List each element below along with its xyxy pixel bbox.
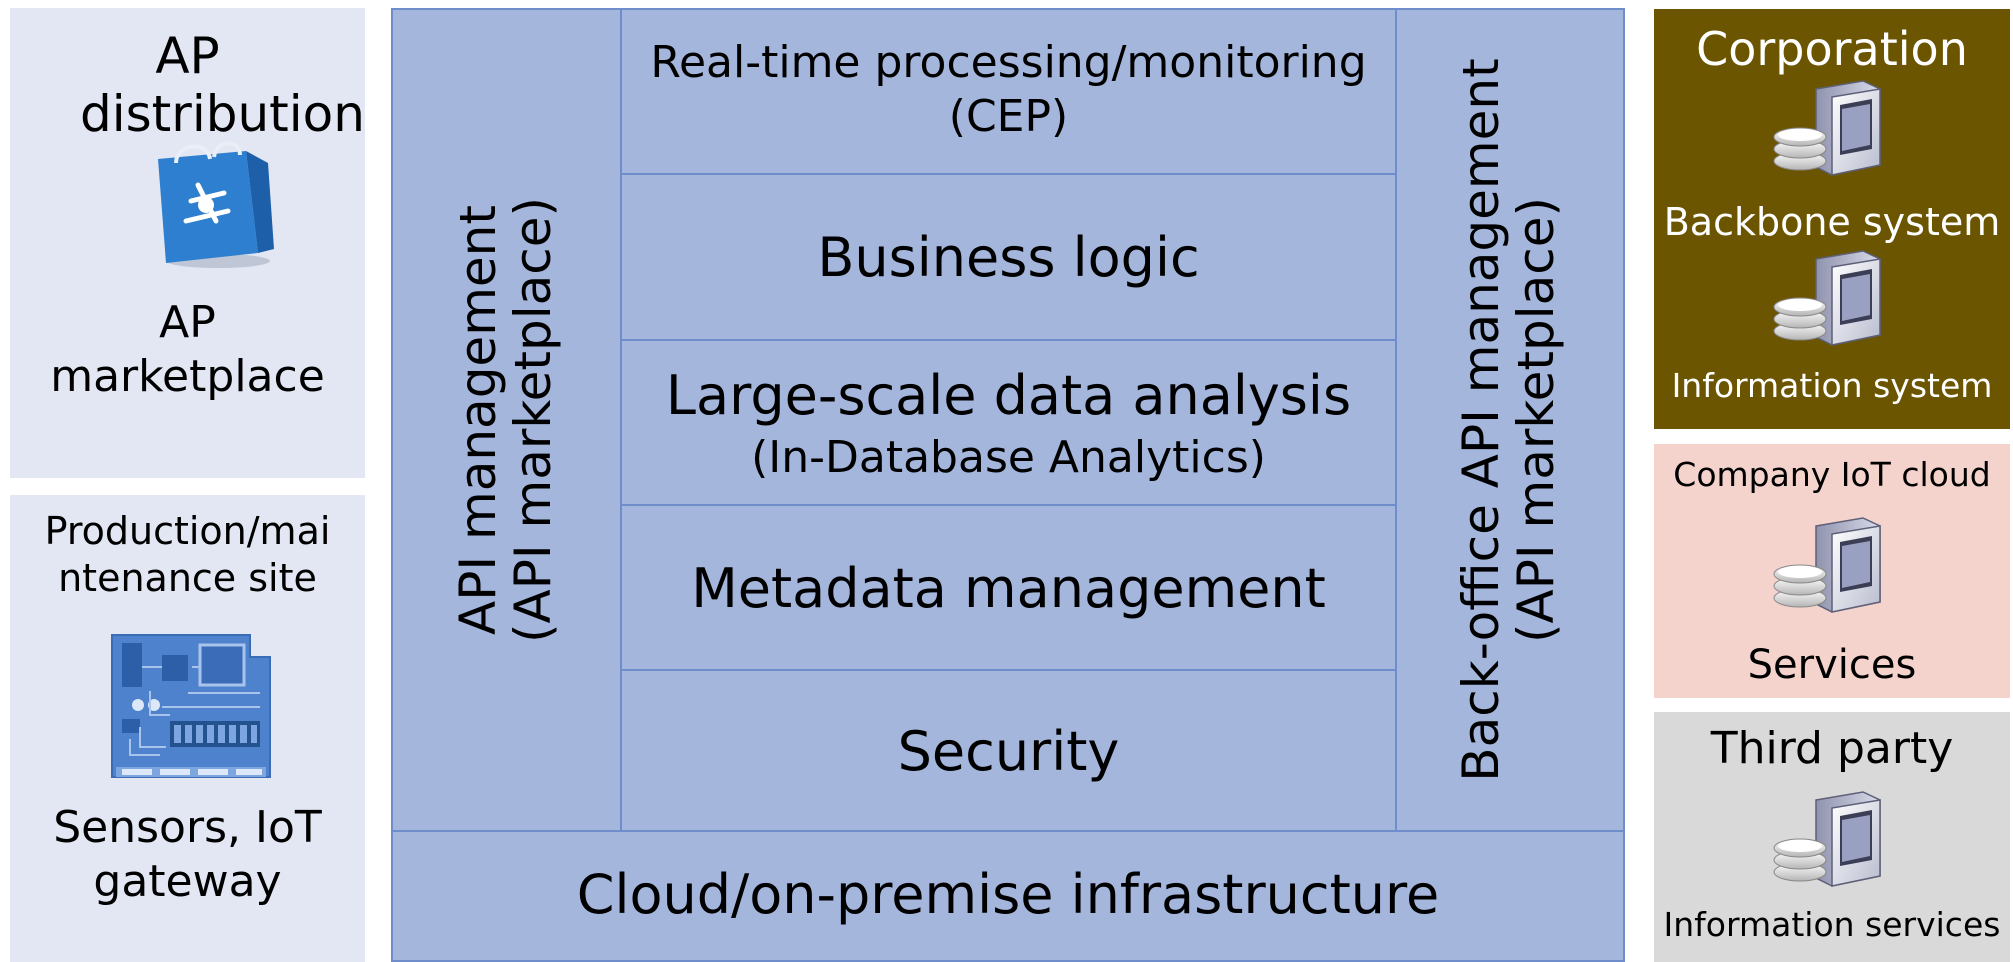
divider-cep bbox=[620, 173, 1397, 175]
architecture-block: API management (API marketplace) Back-of… bbox=[391, 8, 1625, 962]
ap-marketplace-line2: marketplace bbox=[50, 351, 325, 402]
ap-marketplace-line1: AP bbox=[159, 297, 216, 348]
layer-infrastructure-label: Cloud/on-premise infrastructure bbox=[576, 863, 1440, 926]
divider-metadata bbox=[620, 669, 1397, 671]
layer-data-analysis-line1: Large-scale data analysis bbox=[665, 364, 1352, 427]
layer-business-logic-label: Business logic bbox=[817, 226, 1200, 289]
third-party-panel: Third party Information services bbox=[1654, 712, 2010, 962]
layer-data-analysis-line2: (In-Database Analytics) bbox=[751, 432, 1266, 483]
layer-metadata: Metadata management bbox=[622, 506, 1395, 669]
server-icon bbox=[1768, 790, 1888, 890]
information-system-label: Information system bbox=[1671, 366, 1993, 405]
server-icon bbox=[1768, 79, 1888, 179]
circuit-board-icon bbox=[100, 627, 280, 787]
production-site-panel: Production/mai ntenance site bbox=[10, 495, 365, 962]
company-iot-cloud-panel: Company IoT cloud Services bbox=[1654, 444, 2010, 698]
api-management-line2: (API marketplace) bbox=[504, 197, 562, 643]
layer-infrastructure: Cloud/on-premise infrastructure bbox=[393, 832, 1623, 960]
layer-security-label: Security bbox=[897, 720, 1120, 783]
backoffice-api-line2: (API marketplace) bbox=[1507, 197, 1565, 643]
sensors-gateway-line2: gateway bbox=[93, 856, 282, 907]
divider-right bbox=[1395, 10, 1397, 830]
corporation-title: Corporation bbox=[1696, 22, 1968, 76]
backoffice-api-management-label: Back-office API management (API marketpl… bbox=[1452, 58, 1565, 782]
shopping-bag-icon bbox=[136, 141, 286, 271]
services-label: Services bbox=[1747, 642, 1917, 688]
divider-left bbox=[620, 10, 622, 830]
layer-cep-line2: (CEP) bbox=[948, 91, 1069, 142]
backbone-system-label: Backbone system bbox=[1663, 200, 2001, 244]
server-icon bbox=[1768, 516, 1888, 616]
third-party-title: Third party bbox=[1710, 723, 1954, 774]
corporation-panel: Corporation Backbone system Information … bbox=[1654, 9, 2010, 429]
divider-analysis bbox=[620, 504, 1397, 506]
ap-distribution-title: AP distribution bbox=[80, 27, 365, 143]
layer-cep: Real-time processing/monitoring (CEP) bbox=[622, 10, 1395, 173]
api-management-line1: API management bbox=[449, 205, 507, 635]
production-site-title-line1: Production/mai bbox=[44, 509, 331, 553]
layer-cep-line1: Real-time processing/monitoring bbox=[650, 37, 1367, 88]
layer-business-logic: Business logic bbox=[622, 175, 1395, 339]
layer-data-analysis: Large-scale data analysis (In-Database A… bbox=[622, 341, 1395, 504]
layer-security: Security bbox=[622, 671, 1395, 830]
production-site-title-line2: ntenance site bbox=[58, 556, 317, 600]
ap-distribution-panel: AP distribution AP marketplace bbox=[10, 8, 365, 478]
divider-infrastructure bbox=[393, 830, 1623, 832]
server-icon bbox=[1768, 249, 1888, 349]
layer-metadata-label: Metadata management bbox=[691, 557, 1326, 620]
company-iot-cloud-title: Company IoT cloud bbox=[1673, 455, 1991, 494]
api-management-label: API management (API marketplace) bbox=[449, 197, 562, 643]
backoffice-api-line1: Back-office API management bbox=[1452, 58, 1510, 782]
divider-business bbox=[620, 339, 1397, 341]
information-services-label: Information services bbox=[1663, 905, 2001, 944]
sensors-gateway-line1: Sensors, IoT bbox=[53, 802, 322, 853]
